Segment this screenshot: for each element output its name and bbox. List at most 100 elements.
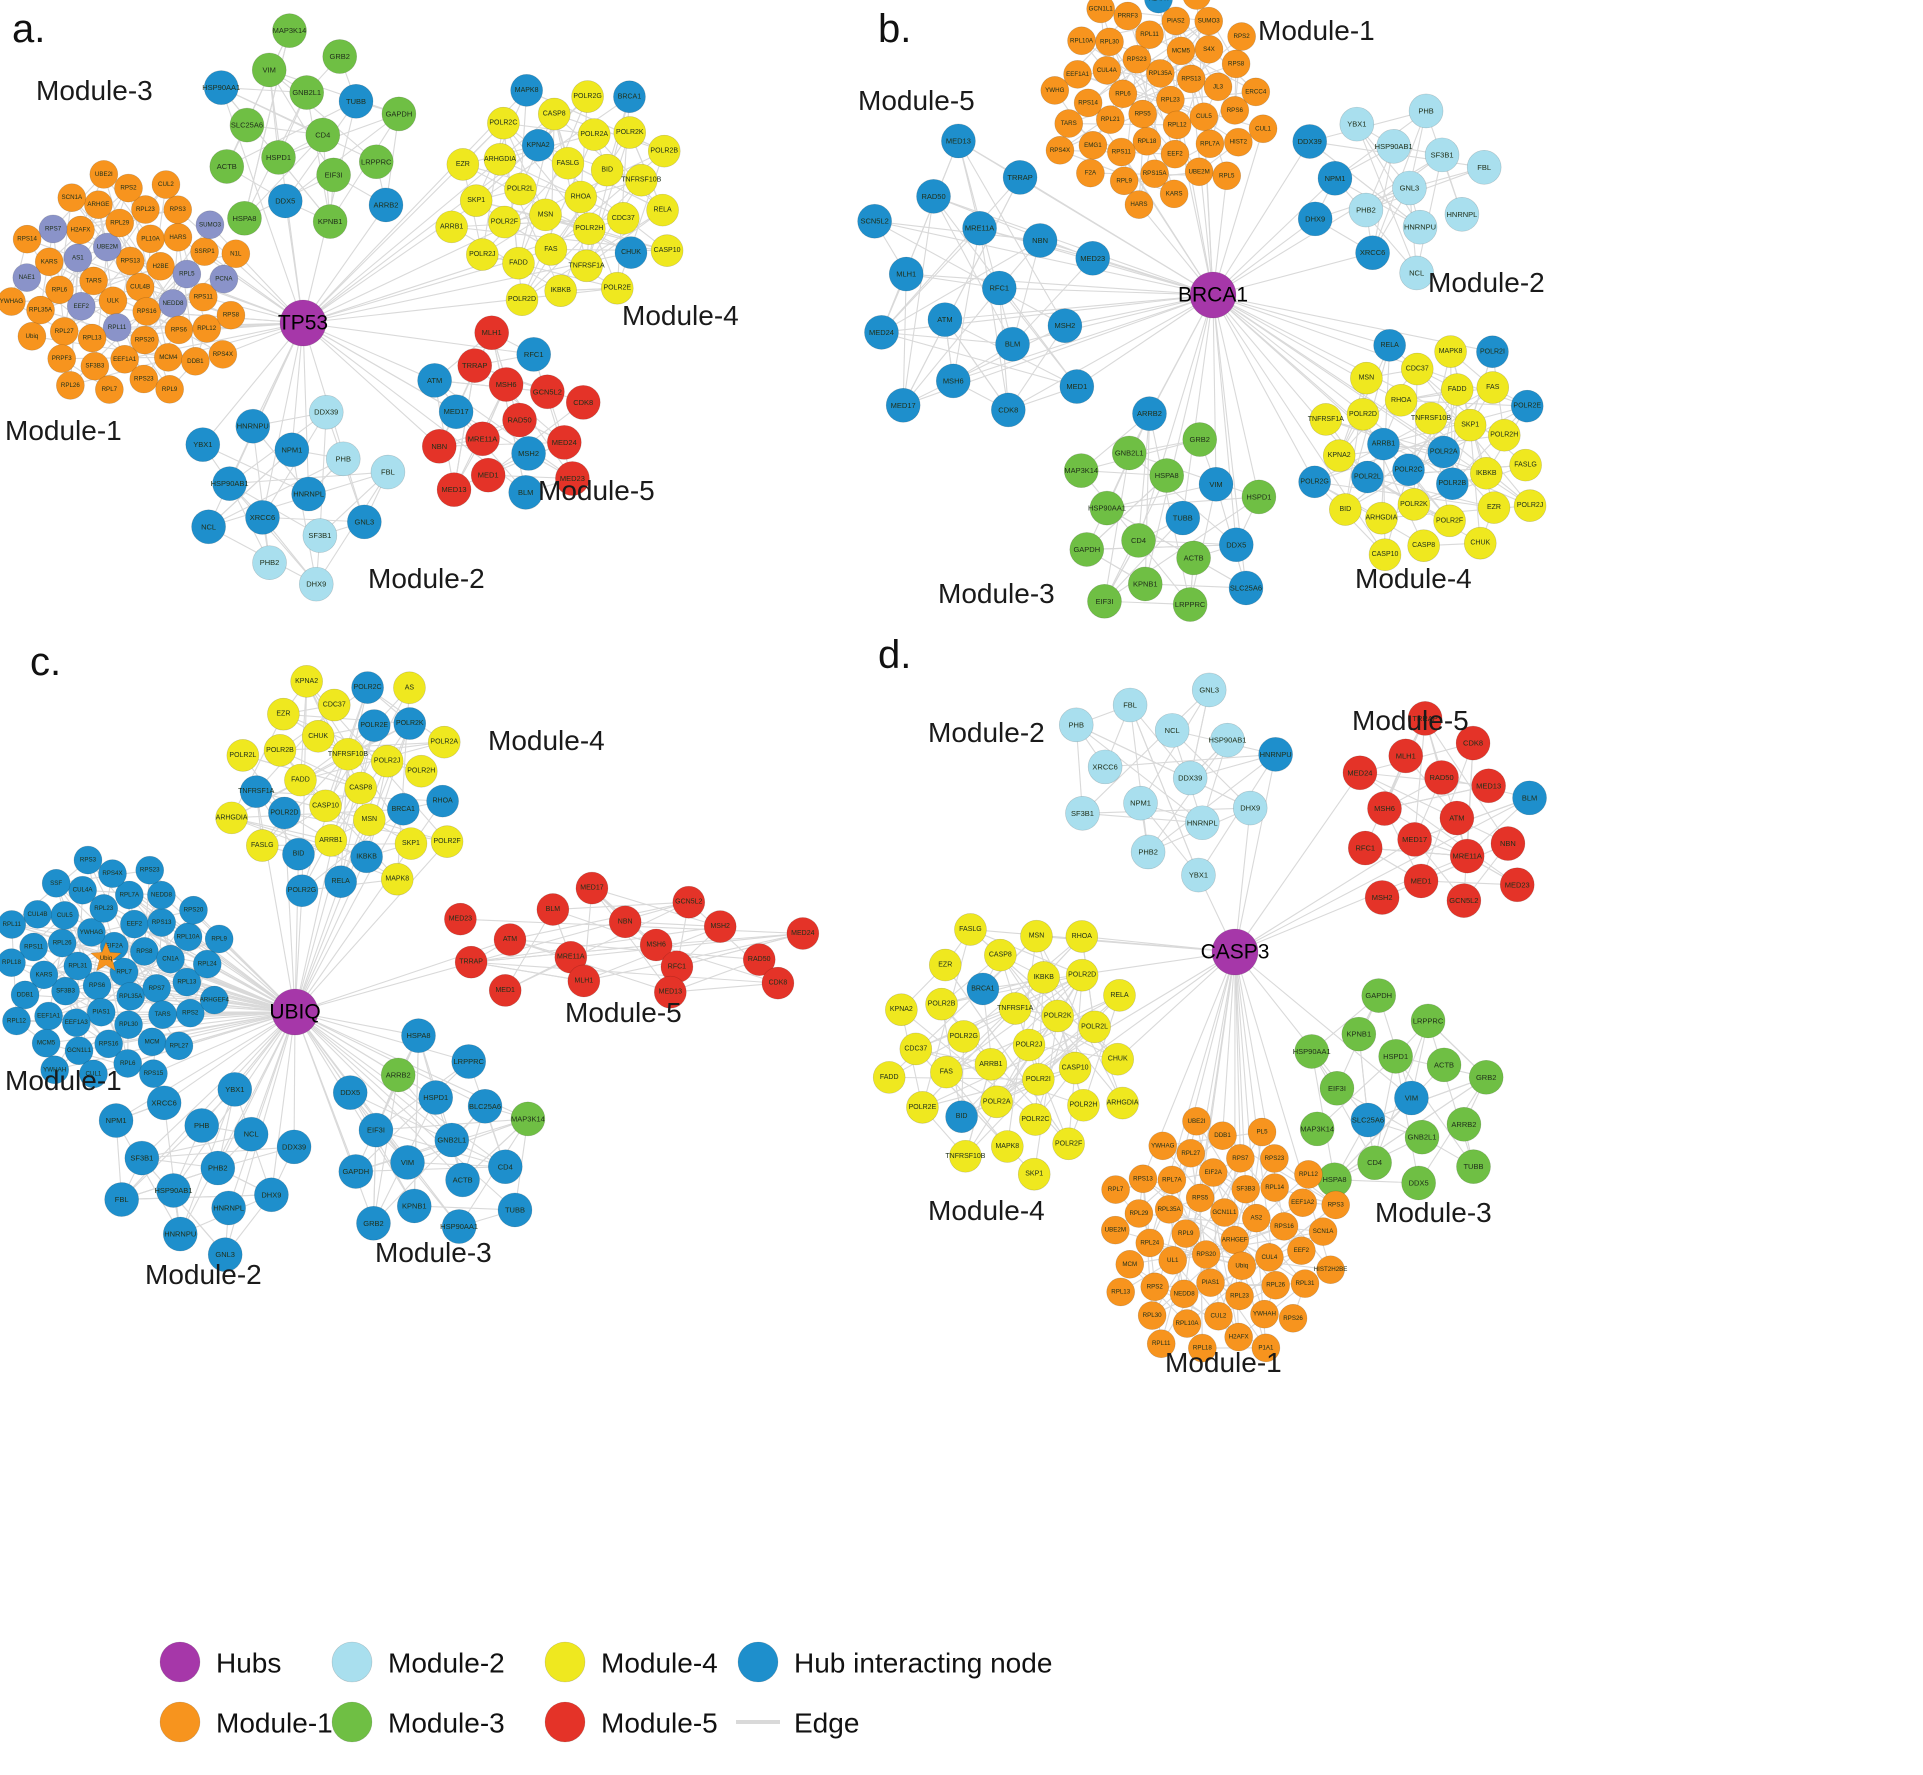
hub-edge: [1168, 951, 1236, 1210]
node-PHB2: PHB2: [1348, 192, 1384, 228]
node-TNFRSF10B: TNFRSF10B: [945, 1139, 986, 1173]
edge: [881, 331, 1077, 388]
node-ARHGDIA: ARHGDIA: [215, 801, 248, 835]
module-label: Module-1: [1258, 15, 1375, 46]
hub-edge: [294, 1011, 453, 1141]
node-HNRNPL: HNRNPL: [1444, 196, 1480, 232]
edge: [252, 426, 271, 563]
node-HIST2H2BE: HIST2H2BE: [1314, 1255, 1347, 1285]
node-POLR2F: POLR2F: [1052, 1127, 1085, 1161]
node-RPL35A: RPL35A: [1146, 59, 1175, 88]
node-POLR2A: POLR2A: [1427, 435, 1461, 469]
node-CUL4: CUL4: [1255, 1243, 1284, 1272]
hub-edge: [1212, 177, 1336, 296]
node-BID: BID: [945, 1100, 978, 1134]
hub-edge: [255, 791, 296, 1013]
node-DDX39: DDX39: [1292, 124, 1328, 159]
node-TARS: TARS: [148, 1000, 177, 1029]
node-NPM1: NPM1: [274, 432, 310, 468]
edge: [509, 939, 671, 993]
edge: [1384, 785, 1489, 810]
edge: [231, 817, 367, 858]
node-UBE2M: UBE2M: [1184, 157, 1214, 187]
node-HSPD1: HSPD1: [1241, 479, 1277, 515]
node-POLR2B: POLR2B: [647, 134, 681, 168]
node-LRPPRC: LRPPRC: [451, 1044, 487, 1079]
hub-edge: [906, 273, 1214, 296]
legend-label: Edge: [794, 1708, 859, 1739]
edge: [979, 228, 1009, 410]
node-ARRB1: ARRB1: [974, 1048, 1008, 1081]
node-YBX1: YBX1: [217, 1072, 253, 1107]
node-MED1: MED1: [488, 974, 522, 1007]
node-CHUK: CHUK: [1101, 1042, 1135, 1076]
node-GNL3: GNL3: [347, 504, 382, 540]
hub-edge: [1149, 951, 1236, 1244]
edge: [439, 441, 565, 447]
edge: [1334, 177, 1418, 274]
edge: [902, 325, 1066, 406]
module-label: Module-3: [1375, 1197, 1492, 1228]
module-label: Module-2: [368, 563, 485, 594]
edge: [229, 483, 317, 585]
hub-edge: [1008, 294, 1214, 411]
hub-edge: [261, 322, 304, 518]
edge: [902, 287, 1000, 406]
node-POLR2E: POLR2E: [357, 709, 391, 742]
node-YWHAG: YWHAG: [0, 287, 26, 316]
node-CASP10: CASP10: [1058, 1051, 1092, 1085]
node-RPS4X: RPS4X: [208, 340, 238, 369]
edge: [952, 228, 981, 382]
hub-edge: [1137, 294, 1214, 541]
node-RPL31: RPL31: [63, 951, 93, 981]
edge: [1325, 418, 1487, 474]
node-RPL5: RPL5: [1212, 161, 1242, 191]
hub-edge: [270, 1011, 296, 1195]
node-CASP10: CASP10: [309, 789, 342, 823]
node-RPL30: RPL30: [1137, 1301, 1167, 1330]
hub-edge: [302, 322, 310, 495]
hub-edge: [1212, 294, 1453, 485]
node-TNFRSF10B: TNFRSF10B: [1411, 401, 1451, 435]
node-GAPDH: GAPDH: [1361, 978, 1397, 1013]
node-N1L: N1L: [221, 239, 251, 269]
node-GNB2L1: GNB2L1: [1404, 1119, 1440, 1155]
node-CUL2: CUL2: [151, 170, 181, 199]
node-LRPPRC: LRPPRC: [358, 144, 394, 180]
node-MED1: MED1: [1403, 863, 1439, 899]
edge: [471, 961, 584, 982]
node-RPL27: RPL27: [1176, 1138, 1206, 1168]
edge: [881, 239, 1041, 333]
node-HNRNPU: HNRNPU: [1258, 737, 1293, 772]
edge: [957, 140, 1066, 326]
node-POLR2G: POLR2G: [285, 874, 319, 908]
node-CHUK: CHUK: [614, 236, 648, 269]
node-GAPDH: GAPDH: [338, 1154, 374, 1189]
node-GRB2: GRB2: [1468, 1059, 1504, 1095]
hub-node-BRCA1: BRCA1: [1178, 271, 1248, 319]
node-EIF3I: EIF3I: [358, 1112, 394, 1148]
node-FADD: FADD: [1440, 373, 1474, 406]
legend-label: Module-2: [388, 1648, 505, 1679]
node-CASP10: CASP10: [650, 234, 684, 267]
hub-edge: [294, 1011, 486, 1107]
node-RPL10A: RPL10A: [173, 922, 203, 952]
edge: [1028, 994, 1120, 1046]
node-ARRB2: ARRB2: [368, 187, 404, 223]
hub-edge: [1076, 294, 1214, 388]
edge: [1076, 724, 1251, 809]
edge: [676, 932, 803, 968]
node-RPL12: RPL12: [192, 314, 222, 343]
node-GAPDH: GAPDH: [1069, 532, 1105, 567]
node-RPL7: RPL7: [109, 957, 139, 987]
hub-edge: [1212, 128, 1264, 296]
edge: [340, 754, 349, 882]
node-ACTB: ACTB: [209, 149, 245, 184]
hub-edge: [163, 1011, 296, 1104]
hub-node-CASP3: CASP3: [1201, 928, 1269, 976]
node-AS2: AS2: [1241, 1203, 1271, 1233]
node-PRRF3: PRRF3: [1113, 1, 1143, 31]
edge: [226, 100, 357, 167]
node-POLR2K: POLR2K: [1397, 488, 1431, 521]
